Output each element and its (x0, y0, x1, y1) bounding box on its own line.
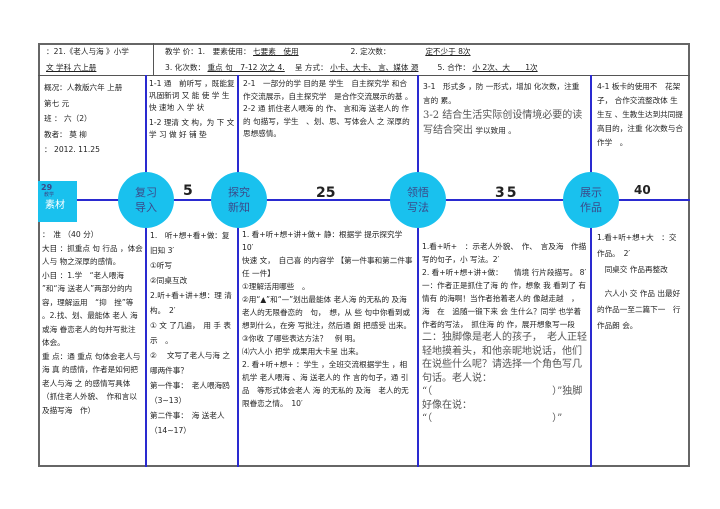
process-item: 2. 看+听+想+ ：学生 ，全班交流根据学生 ，相机学 老人喂海 、海 送老人… (242, 360, 416, 408)
goal-item: 2-2 通 抓住老人喂海 的 作、 言和海 送老人的 作的 句描写，学生 、划、… (243, 104, 410, 138)
goal-col-2: 2-1 一部分的学 目的是 学生 自主探究学 和合作交流展示，自主探究学 是合作… (243, 78, 414, 141)
objective-item: 小目 ：1.学 “老人喂海 ”和“海 送老人”两部分的内容，理解运用 “抑 挫”… (42, 270, 146, 348)
goal-item: 1-1 通 前听写 ，既能复 巩固新词 又 能 使 学 生 快 速地 入 学 状 (149, 79, 235, 112)
goal-item: 3-1 形式多 ，防 一形式，增加 化次数，注重 言的 累。 (423, 82, 580, 105)
process-col-3: 1.看+听+ ：示老人外貌、 作、 言及海 作描写的句子，小 写法。2′ 2. … (422, 240, 591, 426)
material-small-label: 教学 (44, 192, 55, 198)
info-line: 概况：人教版六年 上册 (44, 83, 123, 92)
info-line: 班 ： 六（2） (44, 114, 92, 123)
stage-show-work: 展示作品 (563, 172, 619, 228)
process-item: 一：作者正是抓住了海 的 作，想象 我 看到了 有情有 的海啊！当作者抬着老人的… (422, 281, 591, 329)
lesson-title: ：21.《老人与海 》小学 文 学科 六上册 (46, 44, 129, 75)
process-item: ① 文 了几遍， 用 手 表示 。 (150, 321, 232, 345)
goal-col-4: 4-1 板卡的使用不 花架子， 合作交流整改体 生生互 、生教生达到共同提高目的… (597, 80, 685, 150)
stage-review-intro: 复习导入 (118, 172, 174, 228)
column-line (237, 75, 239, 467)
minute-marker: 40 (634, 183, 651, 197)
goal-item: 4-1 板卡的使用不 花架子， 合作交流整改体 生生互 、生教生达到共同提高目的… (597, 82, 683, 147)
process-item: 1. 看+听+想+讲+做+ 静：根据学 提示探究学 10′ (242, 230, 410, 252)
column-line (417, 75, 419, 467)
process-item: 1.看+听+ ：示老人外貌、 作、 言及海 作描写的句子，小 写法。2′ (422, 242, 587, 264)
req4-label: 呈 方式： (294, 62, 328, 72)
process-item: ①听写 (150, 261, 172, 270)
minute-marker: 35 (495, 185, 519, 201)
stage-label: 探究 (228, 186, 250, 199)
material-box: 29 教学 素材 (38, 181, 77, 222)
stage-label: 展示 (580, 186, 602, 199)
process-col-4: 1.看+听+想+大 ：交 作品。 2′ 同桌交 作品再整改 六人小 交 作品 出… (597, 230, 685, 334)
stage-label: 新知 (228, 201, 250, 214)
process-item: 第二件事： 海 送老人（14~17） (150, 411, 225, 435)
info-line: 教者： 莫 柳 (44, 129, 87, 139)
process-item: 1. 听+想+看+做：复 旧知 3′ (150, 231, 230, 255)
minute-marker: 25 (316, 185, 336, 201)
column-line (145, 75, 147, 467)
goal-item: 1-2 理清 文 构，为 下 文 学 习 做 好 铺 垫 (149, 118, 235, 139)
stage-label: 领悟 (407, 186, 429, 199)
objective-item: 重 点：通 重点 句体会老人与海 真 的感情，作者是如何把老人与海 之 的感情写… (42, 351, 141, 415)
timeline-line (38, 199, 690, 201)
stage-explore-new: 探究新知 (211, 172, 267, 228)
goal-col-3: 3-1 形式多 ，防 一形式，增加 化次数，注重 言的 累。 3-2 结合生活实… (423, 80, 588, 138)
req2-value: 定不少于 8次 (425, 47, 471, 56)
stage-label: 作品 (580, 201, 602, 214)
writing-prompt: “（ ）” (422, 413, 563, 424)
goal-item-serif: 3-2 结合生活实际创设情境必要的读写结合突出 (423, 110, 583, 136)
column-line (590, 75, 592, 467)
process-item: 六人小 交 作品 出最好的作品一至二篇下一 行作品朗 会。 (597, 289, 681, 330)
req1-label: 教学 价：1. 要素使用： (165, 47, 251, 56)
goal-col-1: 1-1 通 前听写 ，既能复 巩固新词 又 能 使 学 生 快 速地 入 学 状… (149, 78, 235, 141)
req3-label: 3. 化次数： (165, 62, 206, 72)
info-line: 第七 元 (44, 98, 70, 108)
title-line-1: ：21.《老人与海 》小学 (46, 47, 129, 56)
objective-item: ： 准 （40 分） (42, 230, 99, 239)
header-divider (153, 43, 154, 75)
process-item: ⑷六人小 把学 成果用大卡呈 出来。 (242, 347, 364, 356)
lesson-info: 概况：人教版六年 上册 第七 元 班 ： 六（2） 教者： 莫 柳 ： 2012… (44, 80, 142, 158)
objective-item: 大目 ：抓重点 句 行品 ，体会人与 物之深厚的感情。 (42, 243, 143, 267)
process-col-2: 1. 看+听+想+讲+做+ 静：根据学 提示探究学 10′ 快速 文， 自己喜 … (242, 228, 416, 410)
info-line: ： 2012. 11.25 (44, 145, 100, 154)
process-item: ①理解活用哪些 。 (242, 282, 310, 291)
stage-label: 复习 (135, 186, 157, 199)
req2-label: 2. 定次数： (350, 47, 391, 56)
writing-prompt: 二：独脚像是老人的孩子， 老人正轻轻地摸着头，和他亲昵地说话，他们在说些什么呢？… (422, 332, 587, 384)
stage-writing-method: 领悟写法 (390, 172, 446, 228)
title-line-2: 文 学科 六上册 (46, 62, 97, 72)
req4-value: 小卡、大卡、 言、媒体 源 (330, 62, 419, 72)
req5-value: 小 2次、大 1次 (472, 62, 538, 72)
req1-value: 七要素 使用 (253, 47, 299, 56)
goal-item: 2-1 一部分的学 目的是 学生 自主探究学 和合作交流展示，自主探究学 是合作… (243, 79, 413, 101)
material-label: 素材 (45, 200, 65, 211)
process-item: 快速 文， 自己喜 的内容学 【第一件事和第二件事任 一件】 (242, 256, 413, 278)
process-item: 2. 看+听+想+讲+做： 情境 行片段描写。 8′ (422, 268, 587, 277)
process-item: ③你收 了哪些表达方法？ 例 明。 (242, 334, 360, 343)
stage-label: 写法 (407, 201, 429, 214)
writing-prompt: “（ ）”独脚好像在说： (422, 386, 583, 411)
process-item: 同桌交 作品再整改 (597, 265, 668, 274)
lesson-plan-table (38, 43, 690, 467)
req5-label: 5. 合作： (437, 62, 470, 72)
stage-label: 导入 (135, 201, 157, 214)
process-col-1: 1. 听+想+看+做：复 旧知 3′ ①听写 ②同桌互改 2.听+看+讲+想：理… (150, 228, 234, 438)
teaching-requirements: 教学 价：1. 要素使用： 七要素 使用 2. 定次数： 定不少于 8次 3. … (165, 44, 547, 75)
process-item: 2.听+看+讲+想：理 清 构。 2′ (150, 291, 232, 315)
process-item: ②同桌互改 (150, 276, 188, 285)
header-bottom-rule (38, 75, 690, 76)
process-item: ②用“▲”和“—”划出最能体 老人海 的无私的 及海 老人的无限眷恋的 句， 想… (242, 295, 415, 330)
process-item: ② 文写了老人与海 之 哪两件事？ (150, 351, 230, 375)
goal-item-tail: 学以致用 。 (475, 126, 516, 135)
material-number: 29 (41, 183, 53, 192)
objectives-col: ： 准 （40 分） 大目 ：抓重点 句 行品 ，体会人与 物之深厚的感情。 小… (42, 228, 146, 417)
minute-marker: 5 (183, 183, 193, 199)
req3-value: 重点 句 7-12 次之 4. (207, 62, 285, 72)
process-item: 第一件事： 老人喂海鸥（3~13） (150, 381, 230, 405)
process-item: 1.看+听+想+大 ：交 作品。 2′ (597, 233, 677, 258)
